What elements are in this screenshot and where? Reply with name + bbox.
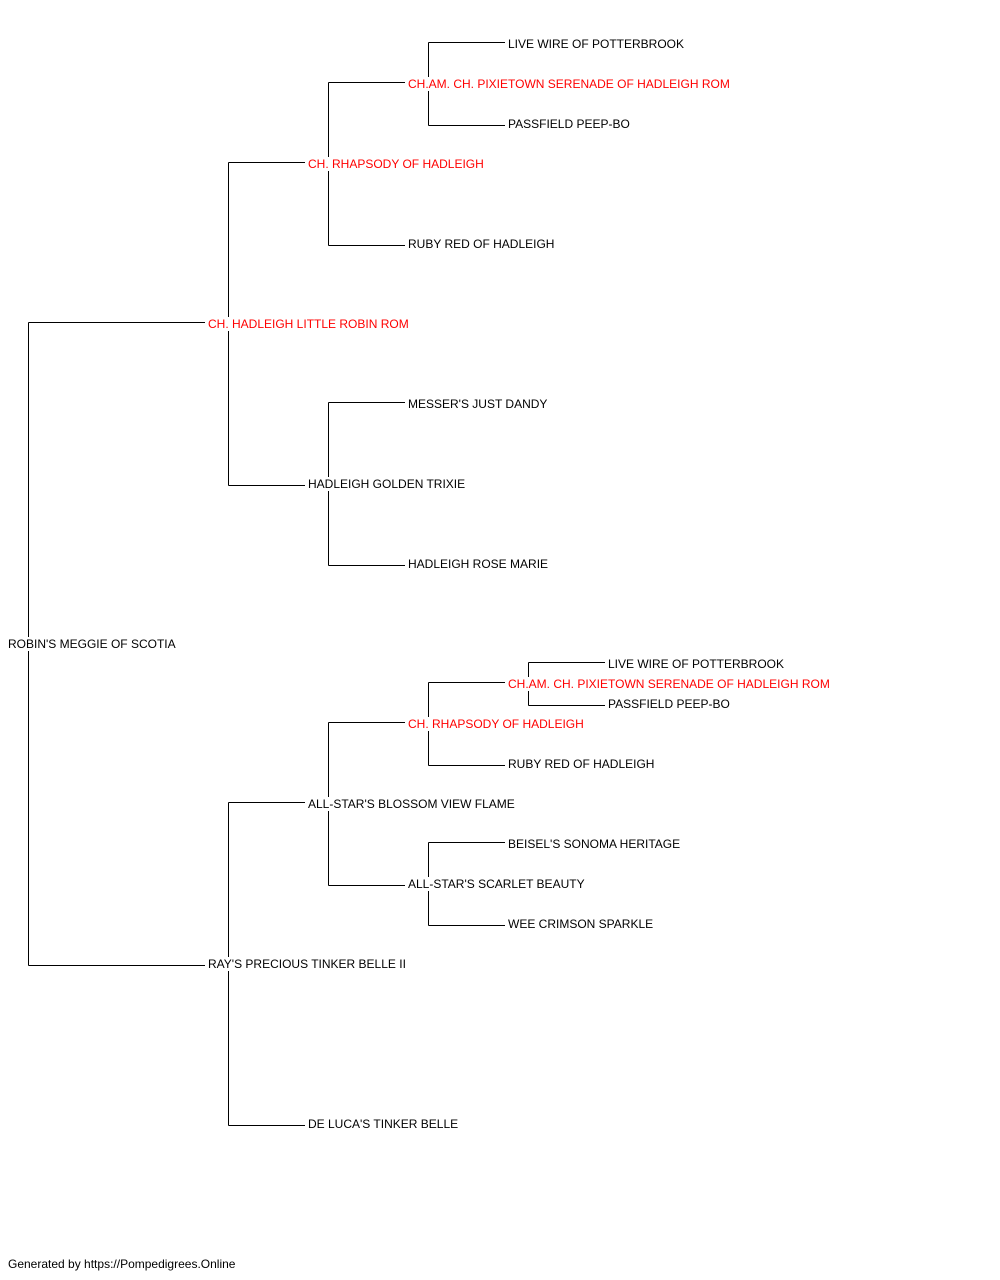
dog-sire-dam-sire: MESSER'S JUST DANDY xyxy=(408,397,548,411)
dog-sire-sire: CH. RHAPSODY OF HADLEIGH xyxy=(308,157,484,171)
dog-dam-dam: DE LUCA'S TINKER BELLE xyxy=(308,1117,459,1131)
dog-dam: RAY'S PRECIOUS TINKER BELLE II xyxy=(208,957,406,971)
dog-sire-dam: HADLEIGH GOLDEN TRIXIE xyxy=(308,477,466,491)
dog-dam-sire: ALL-STAR'S BLOSSOM VIEW FLAME xyxy=(308,797,515,811)
dog-dam-sire-sire-sire-dam: PASSFIELD PEEP-BO xyxy=(608,697,730,711)
dog-sire-sire-dam: RUBY RED OF HADLEIGH xyxy=(408,237,555,251)
dog-sire-sire-sire-dam: PASSFIELD PEEP-BO xyxy=(508,117,630,131)
dog-subject: ROBIN'S MEGGIE OF SCOTIA xyxy=(8,637,176,651)
dog-dam-sire-sire-dam: RUBY RED OF HADLEIGH xyxy=(508,757,655,771)
dog-sire-dam-dam: HADLEIGH ROSE MARIE xyxy=(408,557,549,571)
generated-by-footer: Generated by https://Pompedigrees.Online xyxy=(8,1257,236,1271)
dog-dam-sire-dam: ALL-STAR'S SCARLET BEAUTY xyxy=(408,877,585,891)
dog-dam-sire-dam-dam: WEE CRIMSON SPARKLE xyxy=(508,917,654,931)
dog-dam-sire-sire-sire-sire: LIVE WIRE OF POTTERBROOK xyxy=(608,657,785,671)
dog-sire-sire-sire-sire: LIVE WIRE OF POTTERBROOK xyxy=(508,37,685,51)
dog-dam-sire-dam-sire: BEISEL'S SONOMA HERITAGE xyxy=(508,837,681,851)
dog-dam-sire-sire: CH. RHAPSODY OF HADLEIGH xyxy=(408,717,584,731)
dog-sire: CH. HADLEIGH LITTLE ROBIN ROM xyxy=(208,317,409,331)
dog-dam-sire-sire-sire: CH.AM. CH. PIXIETOWN SERENADE OF HADLEIG… xyxy=(508,677,830,691)
dog-sire-sire-sire: CH.AM. CH. PIXIETOWN SERENADE OF HADLEIG… xyxy=(408,77,730,91)
